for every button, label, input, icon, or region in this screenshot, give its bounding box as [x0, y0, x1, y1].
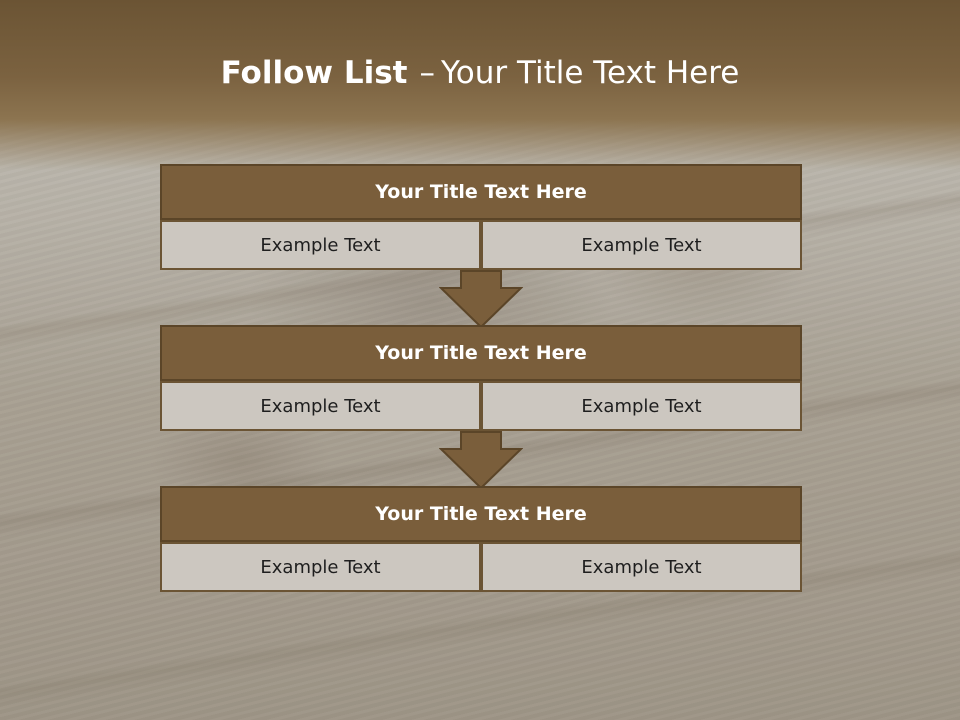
slide-title-rest: Your Title Text Here: [440, 55, 740, 91]
flow-cell-right: Example Text: [481, 381, 802, 431]
header-band: [0, 0, 960, 170]
flow-block-title: Your Title Text Here: [160, 486, 802, 542]
flow-block-title: Your Title Text Here: [160, 164, 802, 220]
flow-cell-left: Example Text: [160, 220, 481, 270]
flow-block-3: Your Title Text Here Example Text Exampl…: [160, 486, 802, 592]
down-arrow-icon: [439, 431, 523, 489]
flow-block-row: Example Text Example Text: [160, 381, 802, 431]
flow-cell-right: Example Text: [481, 220, 802, 270]
flow-block-2: Your Title Text Here Example Text Exampl…: [160, 325, 802, 431]
flow-cell-left: Example Text: [160, 542, 481, 592]
slide-title-dash: –: [419, 55, 435, 91]
down-arrow-icon: [439, 270, 523, 328]
flow-block-1: Your Title Text Here Example Text Exampl…: [160, 164, 802, 270]
flow-block-title: Your Title Text Here: [160, 325, 802, 381]
flow-block-row: Example Text Example Text: [160, 220, 802, 270]
flow-block-row: Example Text Example Text: [160, 542, 802, 592]
slide-title-bold: Follow List: [220, 55, 408, 91]
slide-title: Follow List–Your Title Text Here: [0, 55, 960, 91]
flow-cell-right: Example Text: [481, 542, 802, 592]
flow-cell-left: Example Text: [160, 381, 481, 431]
